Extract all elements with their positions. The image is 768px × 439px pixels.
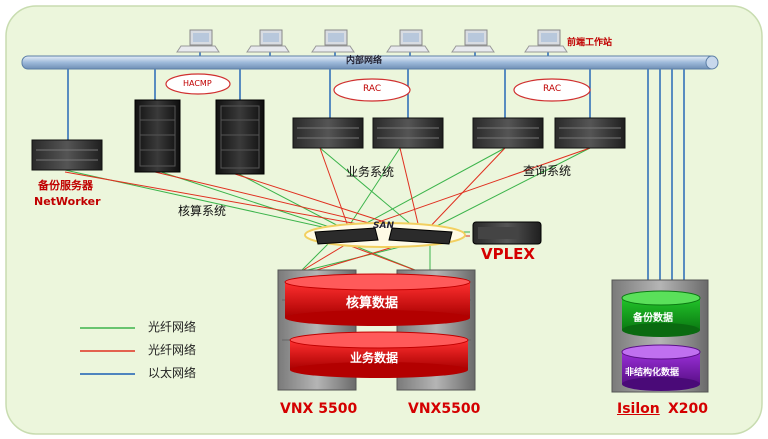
- rac-right-label: RAC: [543, 84, 562, 94]
- accounting-data-cylinder: [284, 273, 471, 326]
- rac-right-oval: [513, 78, 591, 102]
- backup-server-software: NetWorker: [34, 195, 101, 208]
- accounting-data-label: 核算数据: [346, 296, 399, 311]
- business-server-1: [292, 117, 364, 149]
- legend-label-green: 光纤网络: [148, 320, 197, 334]
- query-server-1: [472, 117, 544, 149]
- business-system-label: 业务系统: [346, 165, 395, 179]
- unstructured-data-cylinder: [621, 344, 701, 391]
- business-server-2: [372, 117, 444, 149]
- legend-lines: [80, 327, 135, 375]
- rac-left-oval: [333, 78, 411, 102]
- backup-data-label: 备份数据: [633, 313, 673, 324]
- accounting-system-label: 核算系统: [178, 204, 227, 218]
- business-data-label: 业务数据: [350, 351, 399, 365]
- isilon-model-label: X200: [668, 401, 709, 417]
- backup-server-label: 备份服务器: [38, 179, 93, 192]
- accounting-server-2: [215, 99, 265, 175]
- legend-label-red: 光纤网络: [148, 343, 197, 357]
- query-server-2: [554, 117, 626, 149]
- vplex-appliance: [472, 221, 542, 245]
- legend-label-blue: 以太网络: [148, 366, 197, 380]
- workstation-label: 前端工作站: [567, 38, 613, 48]
- san-cloud: [304, 222, 466, 248]
- backup-data-cylinder: [621, 290, 701, 337]
- hacmp-oval: [165, 73, 231, 95]
- unstructured-data-label: 非结构化数据: [625, 368, 680, 378]
- rac-left-label: RAC: [363, 84, 382, 94]
- isilon-brand-label: Isilon: [617, 401, 660, 417]
- accounting-server-1: [134, 99, 181, 173]
- business-data-cylinder: [289, 331, 469, 378]
- lan-bus-end: [705, 55, 719, 70]
- vplex-label: VPLEX: [481, 245, 535, 263]
- query-system-label: 查询系统: [523, 164, 572, 178]
- vnx-left-label: VNX 5500: [280, 401, 358, 417]
- vnx-right-label: VNX5500: [408, 401, 481, 417]
- workstations: [176, 29, 568, 53]
- bus-label: 内部网络: [346, 56, 383, 66]
- backup-server: [31, 139, 103, 171]
- san-label: SAN: [373, 221, 394, 231]
- hacmp-label: HACMP: [183, 79, 212, 88]
